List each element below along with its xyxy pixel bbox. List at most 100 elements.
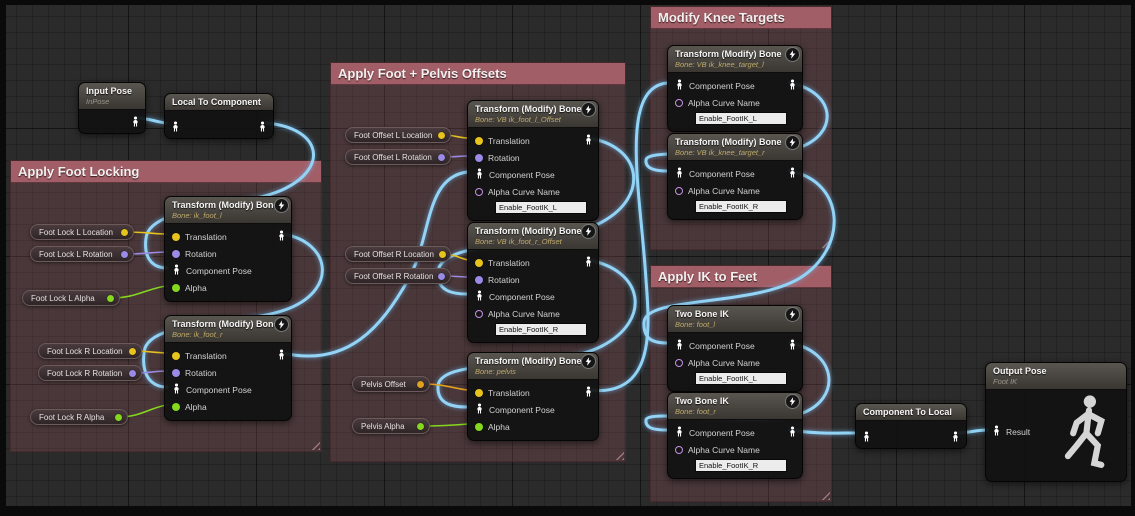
translation-pin[interactable] xyxy=(475,136,483,145)
variable-foot-lock-l-rotation[interactable]: Foot Lock L Rotation xyxy=(30,246,134,262)
output-pin[interactable] xyxy=(121,228,128,236)
fast-path-icon xyxy=(785,394,800,409)
comment-title-bar[interactable]: Apply Foot Locking xyxy=(11,161,321,183)
alpha-curve-name-field[interactable] xyxy=(695,372,787,385)
alpha-curve-name-pin[interactable] xyxy=(675,98,683,107)
variable-foot-lock-l-location[interactable]: Foot Lock L Location xyxy=(30,224,134,240)
variable-foot-offset-l-location[interactable]: Foot Offset L Location xyxy=(345,127,451,143)
alpha-curve-name-field[interactable] xyxy=(695,112,787,125)
rotation-pin[interactable] xyxy=(475,275,483,284)
input-pose-pin[interactable] xyxy=(171,119,180,137)
output-pin[interactable] xyxy=(438,250,446,258)
alpha-curve-name-pin[interactable] xyxy=(675,445,683,454)
output-pose-pin[interactable] xyxy=(277,347,286,365)
component-pose-pin[interactable] xyxy=(475,401,484,419)
resize-grip[interactable] xyxy=(818,488,830,500)
output-pin[interactable] xyxy=(438,272,446,280)
output-pose-pin[interactable] xyxy=(277,228,286,246)
output-pin[interactable] xyxy=(417,422,424,430)
variable-foot-offset-r-rotation[interactable]: Foot Offset R Rotation xyxy=(345,268,451,284)
output-pose-pin[interactable] xyxy=(951,429,960,447)
comment-title-bar[interactable]: Apply Foot + Pelvis Offsets xyxy=(331,63,625,85)
alpha-curve-name-pin[interactable] xyxy=(675,358,683,367)
alpha-curve-name-field[interactable] xyxy=(695,200,787,213)
variable-foot-offset-r-location[interactable]: Foot Offset R Location xyxy=(345,246,451,262)
output-pin[interactable] xyxy=(438,153,445,161)
input-pose-pin[interactable] xyxy=(862,429,871,447)
resize-grip[interactable] xyxy=(308,438,320,450)
output-pin[interactable] xyxy=(438,131,445,139)
variable-foot-lock-r-alpha[interactable]: Foot Lock R Alpha xyxy=(30,409,128,425)
node-transform-modify-bone-vb-ik-knee-target-r[interactable]: Transform (Modify) Bone Bone: VB ik_knee… xyxy=(667,133,803,220)
rotation-pin[interactable] xyxy=(172,368,180,377)
node-subtitle: Foot IK xyxy=(993,377,1018,386)
node-output-pose[interactable]: Output Pose Foot IK Result xyxy=(985,362,1127,482)
comment-title-bar[interactable]: Apply IK to Feet xyxy=(651,266,831,288)
node-transform-modify-bone-vb-ik-knee-target-l[interactable]: Transform (Modify) Bone Bone: VB ik_knee… xyxy=(667,45,803,132)
translation-pin[interactable] xyxy=(172,232,180,241)
component-pose-pin[interactable] xyxy=(475,166,484,184)
output-pose-pin[interactable] xyxy=(584,384,593,402)
alpha-curve-name-pin[interactable] xyxy=(475,309,483,318)
output-pose-pin[interactable] xyxy=(788,424,797,442)
component-pose-pin[interactable] xyxy=(172,262,181,280)
component-pose-pin[interactable] xyxy=(172,381,181,399)
node-local-to-component[interactable]: Local To Component xyxy=(164,93,274,139)
component-pose-pin[interactable] xyxy=(475,288,484,306)
component-pose-pin[interactable] xyxy=(675,77,684,95)
alpha-curve-name-field[interactable] xyxy=(495,201,587,214)
component-pose-pin[interactable] xyxy=(675,424,684,442)
component-pose-pin[interactable] xyxy=(675,337,684,355)
output-pin[interactable] xyxy=(107,294,114,302)
node-two-bone-ik-foot-r[interactable]: Two Bone IK Bone: foot_r Component Pose … xyxy=(667,392,803,479)
output-pose-pin[interactable] xyxy=(788,337,797,355)
node-transform-modify-bone-ik-foot-l[interactable]: Transform (Modify) Bone Bone: ik_foot_l … xyxy=(164,196,292,302)
viewport-edge-right xyxy=(1131,0,1135,516)
translation-pin[interactable] xyxy=(475,388,483,397)
variable-foot-lock-l-alpha[interactable]: Foot Lock L Alpha xyxy=(22,290,120,306)
resize-grip[interactable] xyxy=(612,448,624,460)
output-pin[interactable] xyxy=(417,380,424,388)
rotation-pin[interactable] xyxy=(475,153,483,162)
output-pose-pin[interactable] xyxy=(788,165,797,183)
alpha-pin[interactable] xyxy=(172,402,180,411)
variable-foot-lock-r-rotation[interactable]: Foot Lock R Rotation xyxy=(38,365,142,381)
node-transform-modify-bone-vb-ik-foot-l-offset[interactable]: Transform (Modify) Bone Bone: VB ik_foot… xyxy=(467,100,599,221)
output-pin[interactable] xyxy=(115,413,122,421)
variable-foot-offset-l-rotation[interactable]: Foot Offset L Rotation xyxy=(345,149,451,165)
node-input-pose[interactable]: Input Pose InPose xyxy=(78,82,146,134)
translation-pin[interactable] xyxy=(475,258,483,267)
pin-label: Alpha xyxy=(185,282,207,293)
component-pose-pin[interactable] xyxy=(675,165,684,183)
node-transform-modify-bone-pelvis[interactable]: Transform (Modify) Bone Bone: pelvis Tra… xyxy=(467,352,599,441)
resize-grip[interactable] xyxy=(818,236,830,248)
alpha-curve-name-pin[interactable] xyxy=(675,186,683,195)
output-pin[interactable] xyxy=(129,369,136,377)
variable-foot-lock-r-location[interactable]: Foot Lock R Location xyxy=(38,343,142,359)
alpha-pin[interactable] xyxy=(475,422,483,431)
pin-label: Rotation xyxy=(185,367,217,378)
node-two-bone-ik-foot-l[interactable]: Two Bone IK Bone: foot_l Component Pose … xyxy=(667,305,803,392)
pin-label: Component Pose xyxy=(689,427,755,438)
alpha-curve-name-pin[interactable] xyxy=(475,187,483,196)
alpha-curve-name-field[interactable] xyxy=(495,323,587,336)
output-pin[interactable] xyxy=(129,347,136,355)
output-pose-pin[interactable] xyxy=(131,114,140,132)
variable-pelvis-alpha[interactable]: Pelvis Alpha xyxy=(352,418,430,434)
output-pin[interactable] xyxy=(121,250,128,258)
node-transform-modify-bone-vb-ik-foot-r-offset[interactable]: Transform (Modify) Bone Bone: VB ik_foot… xyxy=(467,222,599,343)
variable-pelvis-offset[interactable]: Pelvis Offset xyxy=(352,376,430,392)
output-pose-pin[interactable] xyxy=(584,254,593,272)
node-transform-modify-bone-ik-foot-r[interactable]: Transform (Modify) Bone Bone: ik_foot_r … xyxy=(164,315,292,421)
translation-pin[interactable] xyxy=(172,351,180,360)
output-pose-pin[interactable] xyxy=(258,119,267,137)
alpha-curve-name-field[interactable] xyxy=(695,459,787,472)
output-pose-pin[interactable] xyxy=(788,77,797,95)
output-pose-pin[interactable] xyxy=(584,132,593,150)
alpha-pin[interactable] xyxy=(172,283,180,292)
result-pose-pin[interactable] xyxy=(992,423,1001,441)
rotation-pin[interactable] xyxy=(172,249,180,258)
node-component-to-local[interactable]: Component To Local xyxy=(855,403,967,449)
comment-title-bar[interactable]: Modify Knee Targets xyxy=(651,7,831,29)
